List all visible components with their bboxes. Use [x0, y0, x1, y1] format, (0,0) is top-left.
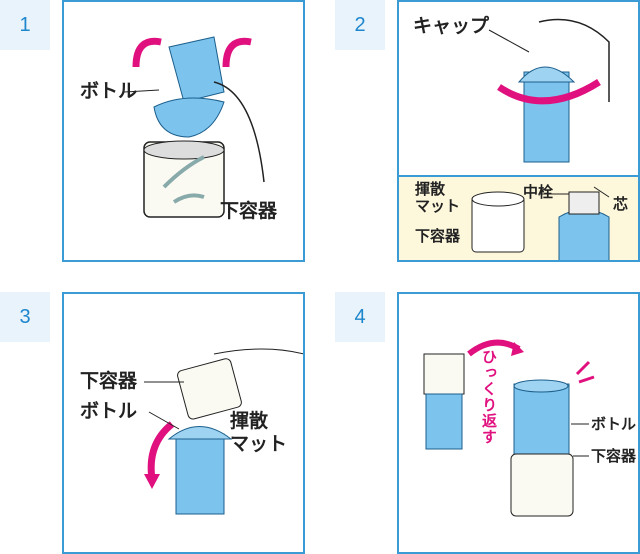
- wick-label: 芯: [613, 195, 629, 213]
- step-number-3: 3: [0, 292, 50, 342]
- bottle-shape: [523, 71, 570, 163]
- step-4-panel: ひっくり返す ボトル 下容器: [397, 292, 640, 554]
- lower-container-label: 下容器: [415, 227, 461, 245]
- step-number-2: 2: [335, 0, 385, 50]
- rotate-arrow-icon: [497, 79, 601, 105]
- step-1-illustration: [123, 36, 265, 218]
- bottle-shape: [168, 36, 225, 103]
- step-3-panel: 下容器 ボトル 揮散 マット: [62, 292, 305, 554]
- bottle-label: ボトル: [80, 400, 138, 422]
- diffuser-mat-label-1: 揮散: [415, 180, 446, 198]
- step-2-panel: キャップ 揮散 マット 下容器 中栓 芯: [397, 0, 640, 262]
- bottle-label: ボトル: [591, 415, 637, 433]
- bottle-shape: [513, 383, 570, 455]
- lower-container-label: 下容器: [220, 200, 278, 222]
- step-1-panel: ボトル 下容器: [62, 0, 305, 262]
- inner-plug-label: 中栓: [523, 183, 554, 201]
- down-arrow-icon: [147, 421, 175, 480]
- bottle-label: ボトル: [80, 80, 138, 102]
- lower-container-label: 下容器: [80, 370, 138, 392]
- lower-container-shape: [177, 358, 242, 420]
- step-3-illustration: [144, 348, 303, 515]
- step-number-1: 1: [0, 0, 50, 50]
- diffuser-mat-label-2: マット: [415, 197, 461, 215]
- lower-container-shape: [510, 453, 574, 517]
- rotate-arrow-left-icon: [132, 37, 162, 68]
- step-4-illustration: [423, 339, 595, 517]
- step-number-4: 4: [335, 292, 385, 342]
- flip-instruction: ひっくり返す: [480, 349, 498, 445]
- parts-illustration: [471, 186, 610, 260]
- parts-inset: 揮散 マット 下容器 中栓 芯: [399, 175, 638, 260]
- lower-container-label: 下容器: [591, 447, 637, 465]
- diffuser-mat-label-2: マット: [230, 433, 288, 455]
- step-2-illustration: [488, 18, 610, 163]
- diffuser-mat-label-1: 揮散: [230, 410, 269, 432]
- cap-label: キャップ: [413, 15, 490, 37]
- bottle-shape: [175, 433, 225, 515]
- rotate-arrow-right-icon: [222, 37, 252, 68]
- sparkle-icon: [575, 360, 595, 384]
